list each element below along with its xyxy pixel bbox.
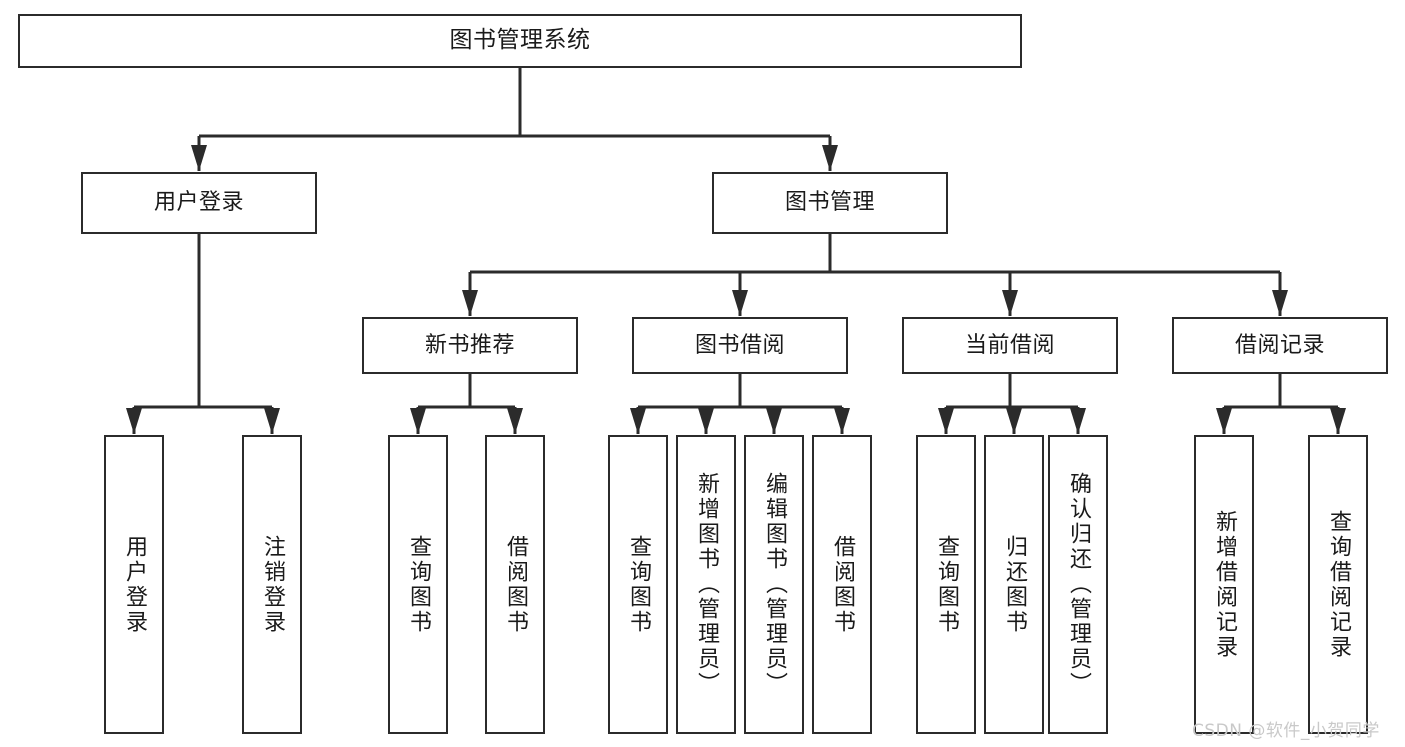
watermark: CSDN @软件_小贺同学: [1192, 721, 1380, 741]
node-leaf6[interactable]: 新增图书（管理员）: [676, 435, 736, 734]
node-leaf2[interactable]: 注销登录: [242, 435, 302, 734]
node-newbook[interactable]: 新书推荐: [362, 317, 578, 374]
node-leaf3[interactable]: 查询图书: [388, 435, 448, 734]
node-current[interactable]: 当前借阅: [902, 317, 1118, 374]
node-label: 查询图书: [933, 534, 959, 635]
node-leaf8[interactable]: 借阅图书: [812, 435, 872, 734]
node-leaf13[interactable]: 查询借阅记录: [1308, 435, 1368, 734]
node-borrow[interactable]: 图书借阅: [632, 317, 848, 374]
node-label: 归还图书: [1001, 534, 1027, 635]
node-label: 查询图书: [625, 534, 651, 635]
node-label: 查询图书: [405, 534, 431, 635]
node-leaf12[interactable]: 新增借阅记录: [1194, 435, 1254, 734]
node-label: 确认归还（管理员）: [1065, 472, 1091, 697]
node-label: 查询借阅记录: [1325, 509, 1351, 660]
node-label: 图书管理系统: [449, 27, 591, 54]
node-label: 注销登录: [259, 534, 285, 635]
node-login[interactable]: 用户登录: [81, 172, 317, 234]
node-leaf7[interactable]: 编辑图书（管理员）: [744, 435, 804, 734]
node-label: 新增图书（管理员）: [693, 472, 719, 697]
node-label: 借阅图书: [829, 534, 855, 635]
node-root[interactable]: 图书管理系统: [18, 14, 1022, 68]
node-leaf5[interactable]: 查询图书: [608, 435, 668, 734]
node-leaf10[interactable]: 归还图书: [984, 435, 1044, 734]
node-label: 新增借阅记录: [1211, 509, 1237, 660]
node-leaf4[interactable]: 借阅图书: [485, 435, 545, 734]
node-label: 用户登录: [153, 190, 244, 216]
node-label: 编辑图书（管理员）: [761, 472, 787, 697]
node-leaf1[interactable]: 用户登录: [104, 435, 164, 734]
node-label: 图书管理: [784, 190, 875, 216]
node-leaf9[interactable]: 查询图书: [916, 435, 976, 734]
node-label: 借阅记录: [1234, 332, 1325, 358]
node-records[interactable]: 借阅记录: [1172, 317, 1388, 374]
node-leaf11[interactable]: 确认归还（管理员）: [1048, 435, 1108, 734]
node-label: 图书借阅: [694, 332, 785, 358]
node-label: 借阅图书: [502, 534, 528, 635]
node-label: 用户登录: [121, 534, 147, 635]
node-bookmgmt[interactable]: 图书管理: [712, 172, 948, 234]
node-label: 当前借阅: [964, 332, 1055, 358]
node-label: 新书推荐: [424, 332, 515, 358]
